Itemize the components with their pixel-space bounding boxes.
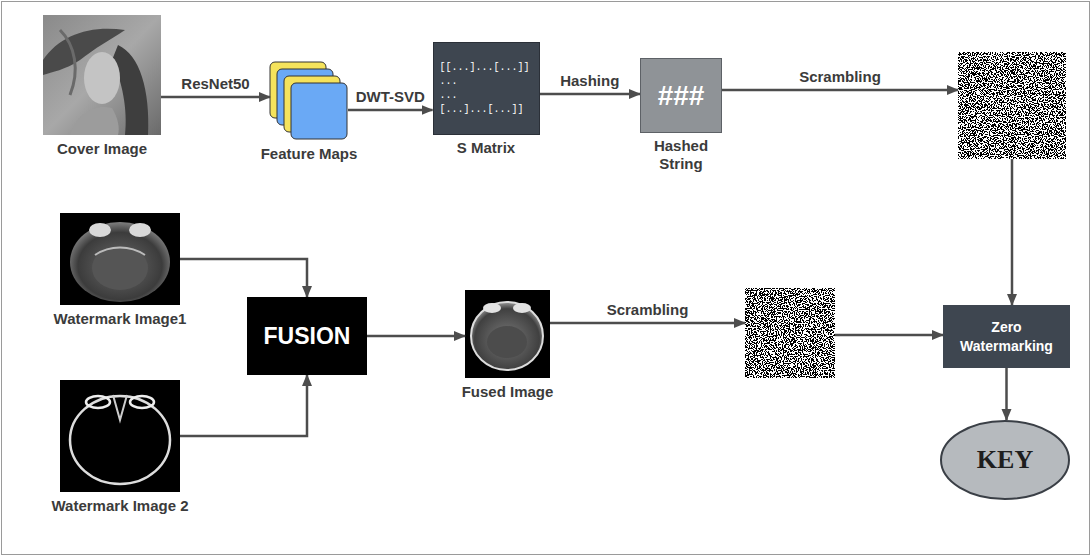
feature-maps: Feature Maps (270, 62, 348, 140)
hash-box: ###Hashed String (640, 58, 722, 133)
eye-socket (483, 303, 501, 313)
scrambled-image (745, 288, 835, 378)
brain-core (487, 326, 527, 358)
shoulder (70, 107, 119, 135)
ellipse-shape (941, 421, 1069, 499)
photo-ground (43, 15, 161, 135)
edge-label: Hashing (560, 72, 619, 89)
arrow-connector (1005, 368, 1008, 420)
box-label: FUSION (264, 323, 351, 350)
bone-orbit (86, 396, 110, 408)
head-tissue (70, 222, 170, 302)
head-tissue (471, 302, 543, 370)
arrow-connector (550, 322, 745, 325)
image-caption: Fused Image (462, 383, 554, 401)
edge-label: DWT-SVD (356, 88, 425, 105)
box-label: KEY (977, 445, 1033, 475)
scrambled-image (958, 52, 1066, 159)
mri-ground (465, 290, 550, 378)
image-caption: S Matrix (457, 139, 515, 157)
arrow-connector (180, 375, 307, 436)
face (84, 52, 120, 104)
image-caption: Watermark Image1 (54, 310, 187, 328)
edge-label: ResNet50 (181, 75, 249, 92)
fused-mri-image (465, 290, 550, 378)
mri-image-2 (60, 380, 180, 492)
scrambled-noise (958, 52, 1066, 159)
box-label: ### (658, 80, 705, 112)
watermark-image: Watermark Image1 (60, 213, 180, 305)
arrow-connector (180, 259, 307, 297)
arrow-connector (1011, 159, 1014, 305)
zero-watermark-box: Zero Watermarking (943, 305, 1070, 368)
scrambled-noise (745, 288, 835, 378)
box-label: Zero Watermarking (951, 318, 1062, 354)
fused-image: Fused Image (465, 290, 550, 378)
s-matrix-box: [[...]...[...]] ... ... [...]...[...]]S … (433, 42, 540, 135)
image-caption: Feature Maps (261, 145, 358, 163)
key-ellipse: KEY (940, 420, 1070, 500)
mri-ground (60, 213, 180, 305)
arrow-connector (161, 96, 270, 99)
bone-ridge (113, 395, 127, 420)
feature-map (291, 83, 347, 139)
arrow-connector (835, 334, 943, 337)
skull-outline (70, 396, 170, 484)
image-caption: Hashed String (645, 137, 717, 173)
arrow-connector (540, 93, 641, 96)
arrow-connector (722, 89, 958, 92)
eye-socket (513, 303, 531, 313)
image-caption: Watermark Image 2 (51, 497, 188, 515)
arrow-connector (348, 109, 433, 112)
arrow-connector (367, 335, 465, 338)
watermark-image: Watermark Image 2 (60, 380, 180, 492)
bone-orbit (130, 396, 154, 408)
feature-map-stack (270, 62, 347, 139)
brain-core (92, 246, 148, 290)
box-label: [[...]...[...]] ... ... [...]...[...]] (440, 61, 533, 117)
cover-image: Cover Image (43, 15, 161, 135)
mri-image-1 (60, 213, 180, 305)
mri-ground (60, 380, 180, 492)
eye-socket (89, 223, 111, 237)
feather (60, 30, 75, 95)
edge-label: Scrambling (799, 68, 881, 85)
cover-photo (43, 15, 161, 135)
image-caption: Cover Image (57, 140, 147, 158)
edge-label: Scrambling (607, 301, 689, 318)
tissue-fold (95, 248, 145, 256)
eye-socket (129, 223, 151, 237)
fusion-box: FUSION (247, 297, 367, 375)
